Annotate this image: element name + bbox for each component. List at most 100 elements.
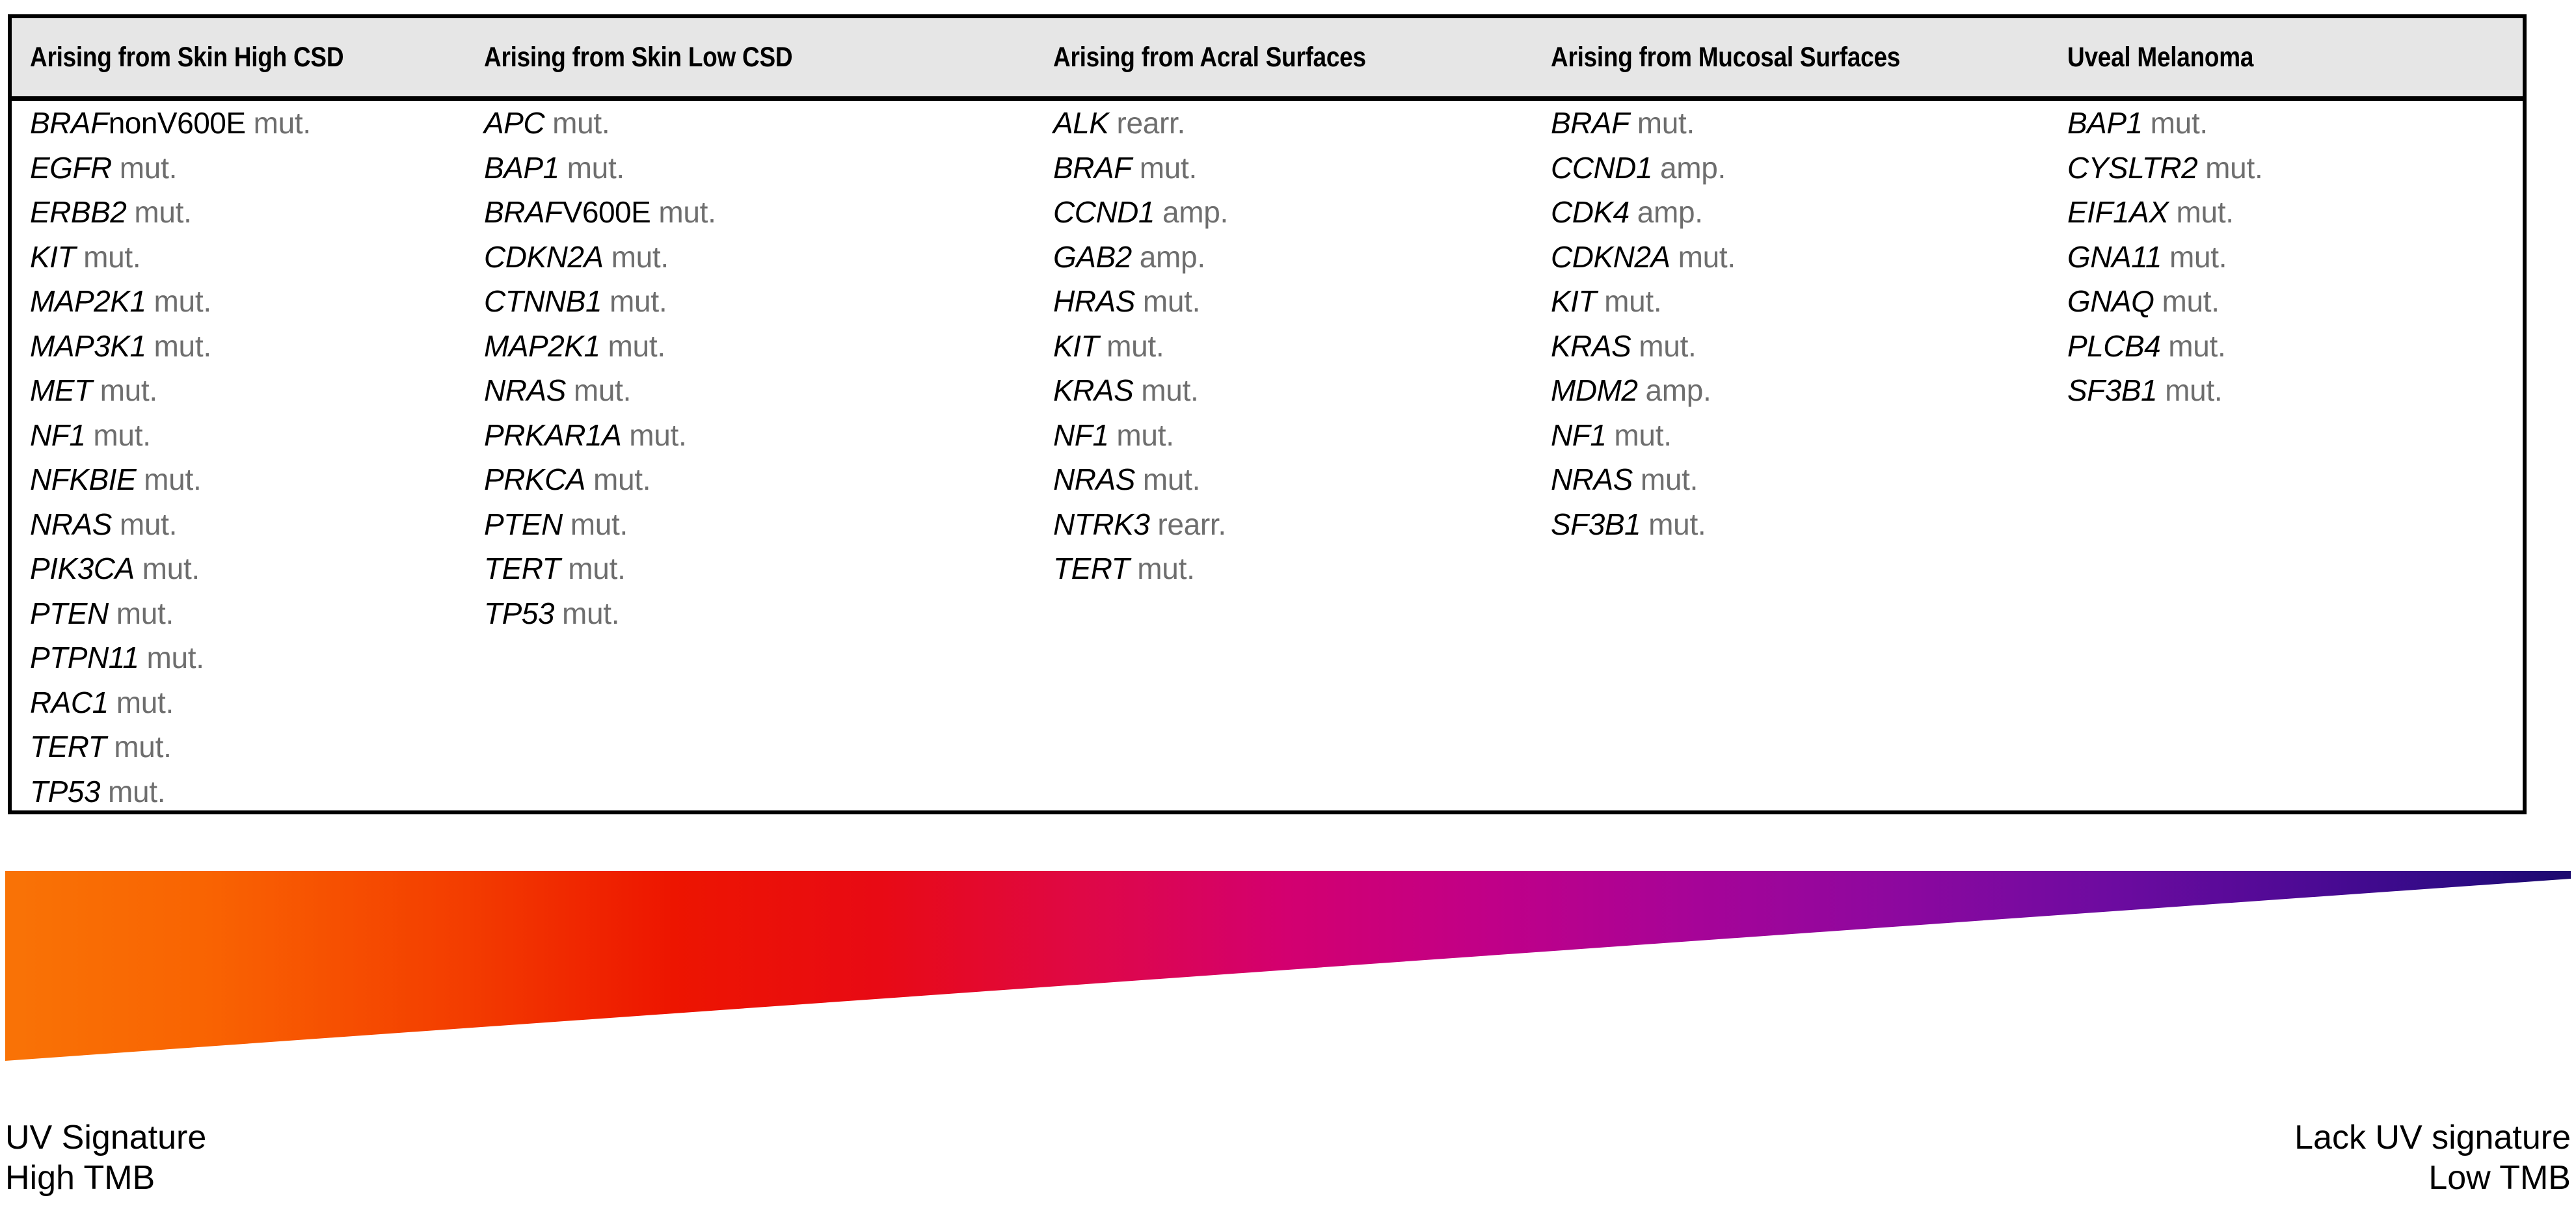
alteration-type: mut. bbox=[611, 239, 669, 274]
alteration-type: mut. bbox=[1142, 284, 1201, 318]
gene-symbol: NF1 bbox=[30, 418, 86, 452]
gene-symbol: PIK3CA bbox=[30, 552, 135, 585]
gene-symbol: KRAS bbox=[1551, 328, 1631, 363]
alteration-type: mut. bbox=[610, 284, 667, 318]
alteration-type: mut. bbox=[116, 596, 174, 630]
gene-symbol: CYSLTR2 bbox=[2067, 150, 2198, 185]
alteration-type: mut. bbox=[107, 774, 166, 808]
gene-symbol: EIF1AX bbox=[2067, 195, 2169, 229]
alteration-type: mut. bbox=[1639, 328, 1697, 363]
column-header-label: Arising from Skin Low CSD bbox=[484, 41, 793, 73]
alteration-type: mut. bbox=[119, 150, 178, 185]
alteration-type: mut. bbox=[2150, 106, 2208, 140]
alteration-type: amp. bbox=[1162, 195, 1229, 229]
left-axis-label: UV Signature High TMB bbox=[5, 1117, 206, 1198]
gene-symbol: GAB2 bbox=[1053, 239, 1132, 274]
alteration-type: mut. bbox=[1637, 106, 1695, 140]
gene-symbol: KRAS bbox=[1053, 373, 1134, 407]
alteration-type: mut. bbox=[1116, 418, 1174, 452]
gene-symbol: KIT bbox=[1053, 328, 1099, 363]
gene-symbol: KIT bbox=[1551, 284, 1597, 318]
alteration-type: mut. bbox=[1614, 418, 1672, 452]
gene-symbol: TERT bbox=[30, 730, 107, 764]
alteration-type: mut. bbox=[1139, 150, 1198, 185]
alteration-type: mut. bbox=[1107, 328, 1164, 363]
alteration-type: mut. bbox=[83, 239, 141, 274]
column-header-label: Arising from Mucosal Surfaces bbox=[1551, 41, 1901, 73]
column-header-skin-high-csd: Arising from Skin High CSD bbox=[30, 18, 344, 96]
alteration-type: mut. bbox=[568, 552, 626, 585]
gene-symbol: TERT bbox=[1053, 552, 1130, 585]
column-header-uveal-melanoma: Uveal Melanoma bbox=[2067, 18, 2253, 96]
gene-symbol: NRAS bbox=[1551, 462, 1633, 496]
gene-symbol: ERBB2 bbox=[30, 195, 127, 229]
alteration-type: mut. bbox=[1142, 462, 1201, 496]
gene-symbol: SF3B1 bbox=[1551, 507, 1641, 541]
alteration-type: mut. bbox=[561, 596, 620, 630]
alteration-type: mut. bbox=[114, 730, 172, 764]
gene-symbol: TERT bbox=[484, 552, 561, 585]
gene-symbol: SF3B1 bbox=[2067, 373, 2158, 407]
table-header-row: Arising from Skin High CSD Arising from … bbox=[12, 18, 2523, 101]
gene-symbol: PLCB4 bbox=[2067, 328, 2161, 363]
gene-symbol: NRAS bbox=[30, 507, 112, 541]
alteration-type: mut. bbox=[2168, 328, 2226, 363]
gene-symbol: CCND1 bbox=[1551, 150, 1652, 185]
gene-symbol: BAP1 bbox=[2067, 106, 2143, 140]
left-axis-label-line1: UV Signature bbox=[5, 1119, 207, 1156]
column-header-mucosal-surfaces: Arising from Mucosal Surfaces bbox=[1551, 18, 1900, 96]
gene-symbol: PTPN11 bbox=[30, 641, 139, 674]
gene-symbol: NF1 bbox=[1551, 418, 1607, 452]
gene-symbol: EGFR bbox=[30, 150, 112, 185]
gene-symbol: NTRK3 bbox=[1053, 507, 1150, 541]
gene-symbol: BAP1 bbox=[484, 150, 559, 185]
gene-symbol: MAP2K1 bbox=[484, 328, 600, 363]
alteration-type: mut. bbox=[608, 328, 666, 363]
column-header-acral-surfaces: Arising from Acral Surfaces bbox=[1053, 18, 1366, 96]
alteration-type: mut. bbox=[552, 106, 610, 140]
uv-signature-gradient-wedge bbox=[5, 868, 2571, 1070]
alteration-type: mut. bbox=[573, 373, 632, 407]
alteration-type: mut. bbox=[154, 328, 212, 363]
alteration-type: amp. bbox=[1139, 239, 1205, 274]
gene-symbol: PRKAR1A bbox=[484, 418, 622, 452]
alteration-type: mut. bbox=[2169, 239, 2227, 274]
alteration-type: mut. bbox=[658, 195, 716, 229]
alteration-type: mut. bbox=[1678, 239, 1736, 274]
alteration-type: mut. bbox=[567, 150, 625, 185]
gene-symbol: GNAQ bbox=[2067, 284, 2154, 318]
right-axis-label-line2: Low TMB bbox=[2428, 1159, 2571, 1197]
gene-symbol: TP53 bbox=[30, 774, 100, 808]
gene-symbol: GNA11 bbox=[2067, 239, 2162, 274]
alteration-type: mut. bbox=[2205, 150, 2263, 185]
